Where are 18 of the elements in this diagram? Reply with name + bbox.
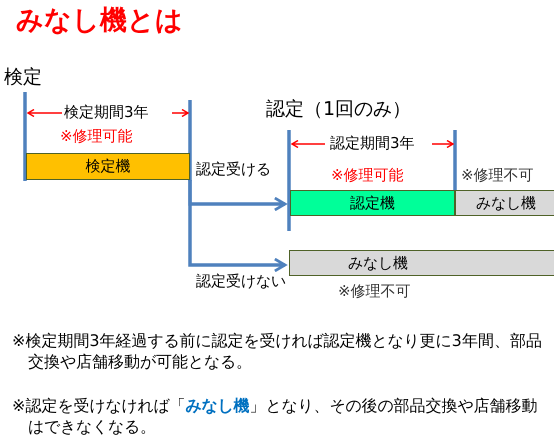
note-text: ※修理不可 <box>338 282 411 301</box>
status-bar: 認定機 <box>290 190 455 216</box>
section-heading: 認定（1回のみ） <box>266 97 412 122</box>
section-heading: 検定 <box>4 65 42 90</box>
status-bar: みなし機 <box>289 250 554 276</box>
note-text: ※修理可能 <box>331 166 404 185</box>
status-bar: 検定機 <box>26 153 190 180</box>
note-text: ※修理不可 <box>461 166 534 185</box>
note-paragraph: ※検定期間3年経過する前に認定を受ければ認定機となり更に3年間、部品交換や店舗移動が可能となる。 <box>12 331 542 373</box>
note-text: ※修理可能 <box>60 127 133 146</box>
status-bar: みなし機 <box>455 190 554 216</box>
dimension-label: 検定期間3年 <box>64 103 149 122</box>
note-paragraph: ※認定を受けなければ「みなし機」となり、その後の部品交換や店舗移動はできなくなる。 <box>12 396 538 438</box>
arrow <box>188 180 286 272</box>
edge-label: 認定受けない <box>196 272 286 291</box>
edge-label: 認定受ける <box>196 160 271 179</box>
title: みなし機とは <box>16 4 183 38</box>
dimension-label: 認定期間3年 <box>330 134 415 153</box>
